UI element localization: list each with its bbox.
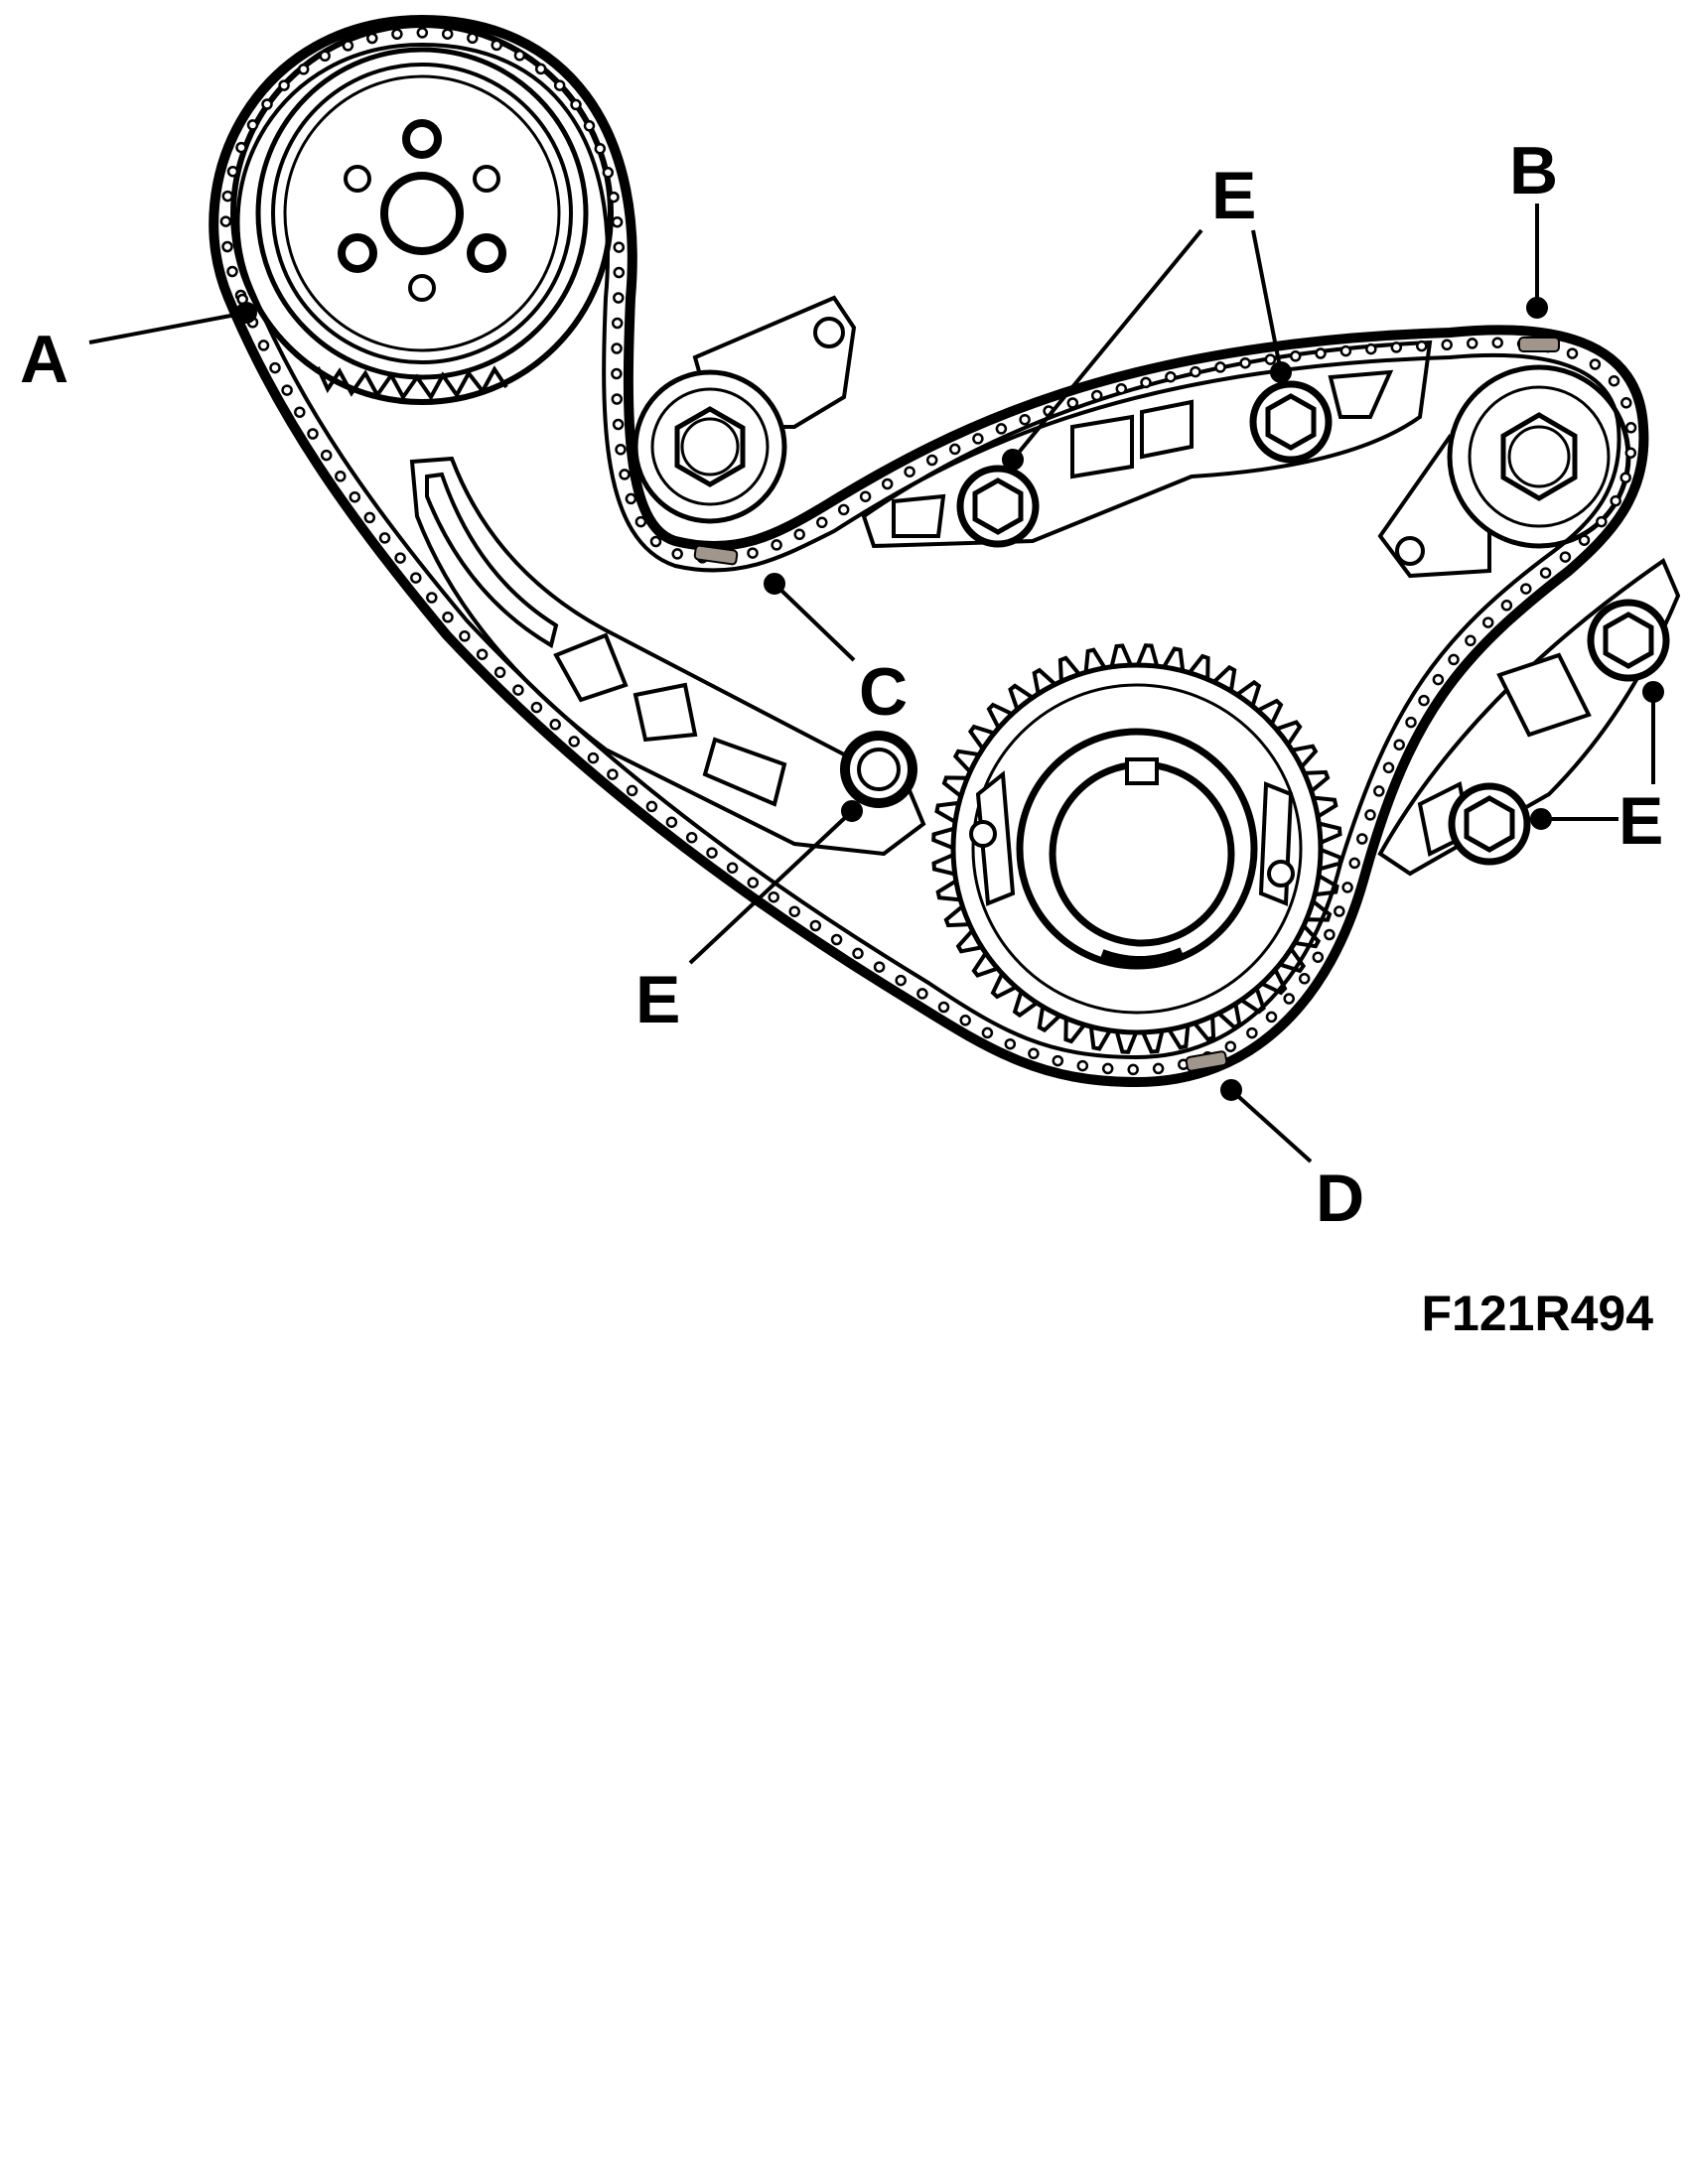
left-camshaft-sprocket [633, 295, 857, 524]
chain-idler-roller [840, 731, 917, 808]
label-e-lower: E [635, 962, 680, 1037]
figure-code: F121R494 [1422, 1286, 1654, 1341]
lower-drive-gear [931, 643, 1342, 1054]
label-a: A [20, 322, 69, 397]
marked-link-d [1185, 1050, 1228, 1072]
label-d: D [1316, 1160, 1364, 1236]
marked-link-c [693, 544, 739, 566]
leader-lines [88, 204, 1664, 1163]
guide-bolt-upper-left [956, 465, 1040, 548]
left-chain-guide [409, 456, 926, 857]
marked-link-b [1518, 337, 1560, 352]
label-e-upper: E [1211, 158, 1256, 233]
label-e-right: E [1618, 783, 1663, 859]
label-b: B [1509, 133, 1558, 208]
guide-bolt-upper-right [1249, 380, 1333, 464]
label-c: C [859, 654, 908, 730]
right-camshaft-sprocket [1377, 364, 1631, 579]
tensioner-bolt-upper [1587, 599, 1670, 682]
crankshaft-sprocket [230, 22, 614, 405]
tensioner-bolt-lower [1448, 782, 1531, 866]
timing-chain [209, 15, 1649, 1087]
